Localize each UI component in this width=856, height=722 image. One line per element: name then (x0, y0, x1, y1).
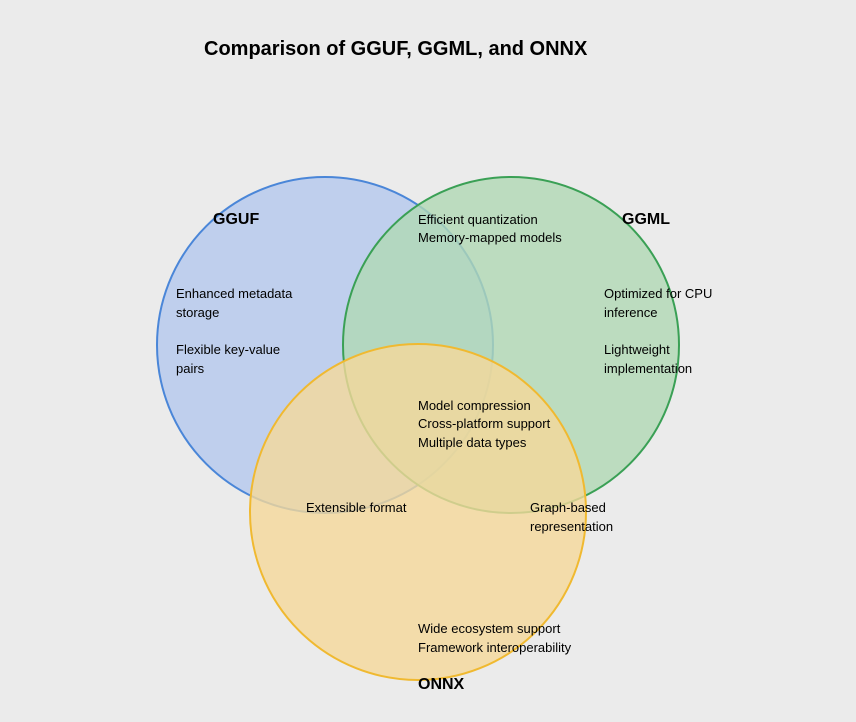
region-onnx-only: Wide ecosystem support Framework interop… (418, 621, 572, 655)
region-item: Efficient quantization (418, 212, 538, 227)
region-item: Lightweight (604, 342, 670, 357)
region-item: Flexible key-value (176, 342, 280, 357)
region-item: representation (530, 519, 613, 534)
region-gguf-onnx: Extensible format (306, 500, 407, 515)
region-item: Wide ecosystem support (418, 621, 561, 636)
region-item: implementation (604, 361, 692, 376)
region-item: Cross-platform support (418, 416, 551, 431)
region-item: Graph-based (530, 500, 606, 515)
region-gguf-only-2: Flexible key-value pairs (176, 342, 284, 376)
region-item: Memory-mapped models (418, 230, 562, 245)
region-gguf-only: Enhanced metadata storage (176, 286, 296, 320)
region-item: pairs (176, 361, 205, 376)
region-all-three: Model compression Cross-platform support… (418, 398, 554, 450)
region-ggml-onnx: Graph-based representation (530, 500, 613, 534)
region-item: Model compression (418, 398, 531, 413)
set-label-onnx: ONNX (418, 676, 465, 693)
region-item: Multiple data types (418, 435, 527, 450)
region-gguf-ggml: Efficient quantization Memory-mapped mod… (418, 212, 562, 245)
set-label-gguf: GGUF (213, 211, 259, 228)
set-label-ggml: GGML (622, 211, 670, 228)
region-item: Framework interoperability (418, 640, 572, 655)
region-item: inference (604, 305, 657, 320)
region-item: storage (176, 305, 219, 320)
region-item: Optimized for CPU (604, 286, 712, 301)
region-item: Extensible format (306, 500, 407, 515)
diagram-title: Comparison of GGUF, GGML, and ONNX (204, 38, 588, 60)
region-item: Enhanced metadata (176, 286, 293, 301)
region-ggml-only-2: Lightweight implementation (604, 342, 692, 376)
region-ggml-only: Optimized for CPU inference (604, 286, 716, 320)
circle-onnx (249, 343, 587, 681)
